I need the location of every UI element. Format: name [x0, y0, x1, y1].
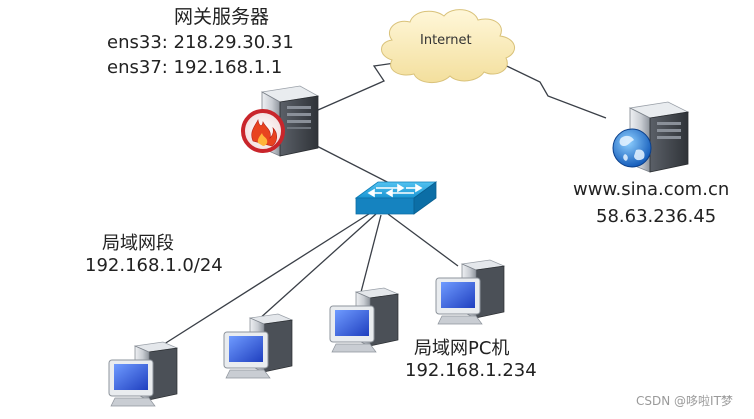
- link-switch-pc1: [149, 211, 373, 354]
- link-switch-pc4: [387, 213, 459, 267]
- network-switch-icon: [354, 181, 438, 215]
- web-server-hostname: www.sina.com.cn: [573, 179, 730, 200]
- lan-pc-ip: 192.168.1.234: [405, 360, 537, 381]
- lan-segment-title: 局域网段: [102, 233, 174, 254]
- links: [149, 57, 607, 354]
- internet-label: Internet: [420, 33, 472, 48]
- firewall-server-icon: [241, 85, 320, 157]
- internet-cloud-icon: [381, 9, 515, 83]
- desktop-computer-icon: [108, 341, 179, 407]
- lan-segment-cidr: 192.168.1.0/24: [85, 255, 223, 276]
- link-switch-pc2: [257, 213, 377, 321]
- gateway-title: 网关服务器: [174, 6, 270, 28]
- gateway-interface-ens33: ens33: 218.29.30.31: [107, 32, 294, 53]
- desktop-computer-icon: [223, 313, 294, 379]
- lan-pc-title: 局域网PC机: [414, 338, 510, 359]
- link-internet-webserver: [489, 57, 607, 119]
- web-server-ip: 58.63.236.45: [596, 206, 717, 227]
- desktop-computer-icon: [435, 259, 506, 325]
- link-switch-pc3: [359, 214, 382, 297]
- web-server-globe-icon: [612, 101, 690, 173]
- link-gateway-switch: [304, 139, 396, 187]
- desktop-computer-icon: [329, 287, 400, 353]
- gateway-interface-ens37: ens37: 192.168.1.1: [107, 57, 283, 78]
- watermark: CSDN @哆啦IT梦: [636, 394, 733, 408]
